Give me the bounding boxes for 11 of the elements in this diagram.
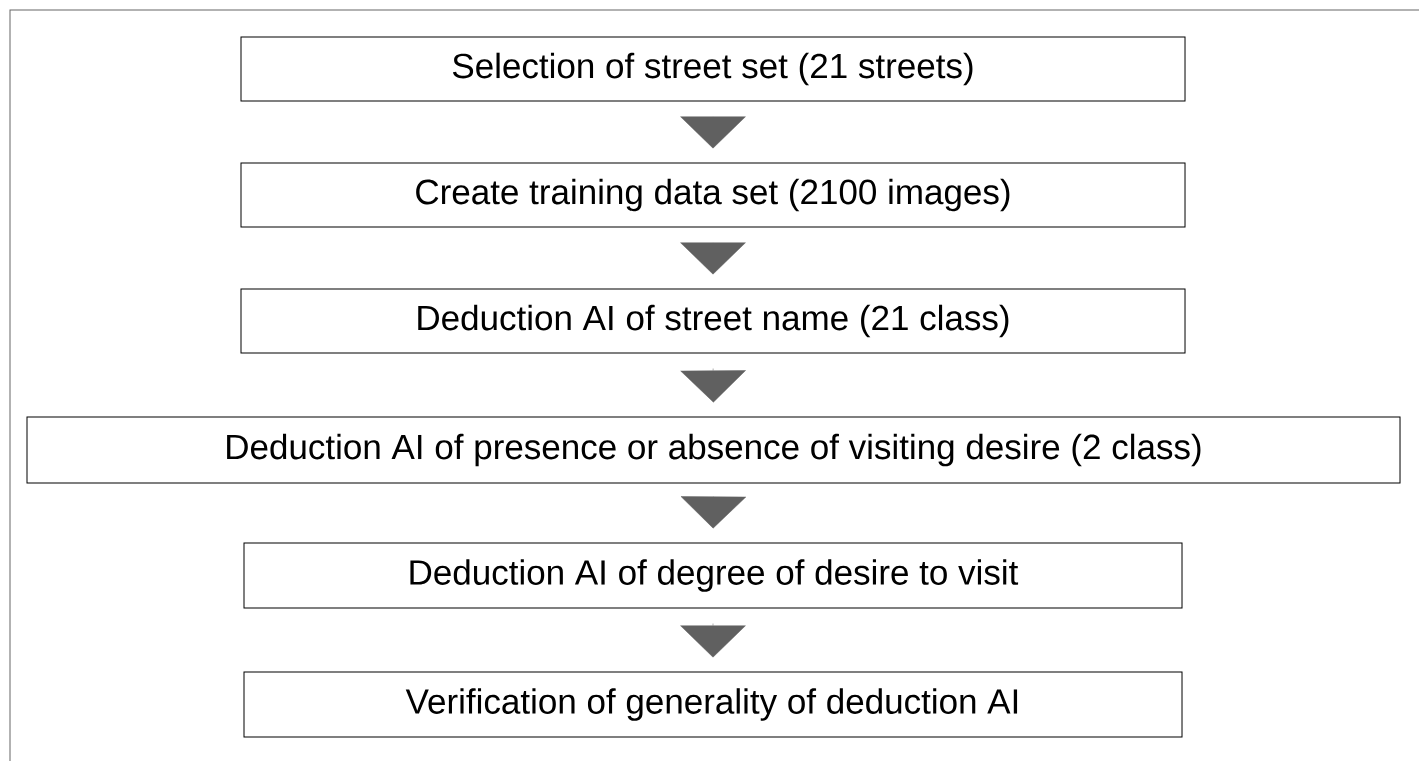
arrow bbox=[680, 623, 746, 658]
arrow bbox=[680, 496, 747, 529]
process-box: Deduction AI of street name (21 class) bbox=[240, 288, 1186, 354]
process-box: Verification of generality of deduction AI bbox=[243, 671, 1183, 738]
process-box: Selection of street set (21 streets) bbox=[240, 36, 1186, 102]
process-box: Deduction AI of presence or absence of visiting desire (2 class) bbox=[26, 416, 1401, 484]
arrow bbox=[680, 116, 746, 149]
arrow bbox=[680, 368, 746, 403]
process-box: Create training data set (2100 images) bbox=[240, 162, 1186, 228]
process-box: Deduction AI of degree of desire to visit bbox=[243, 542, 1183, 609]
arrow bbox=[680, 242, 746, 275]
